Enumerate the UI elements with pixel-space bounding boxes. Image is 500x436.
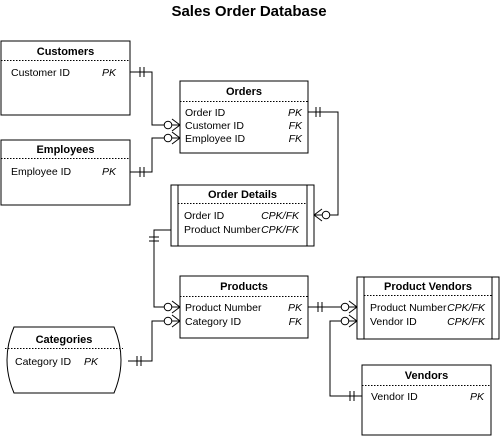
entity-title: Product Vendors — [384, 281, 472, 293]
attribute-key: CPK/FK — [447, 316, 486, 328]
attribute-key: PK — [470, 391, 485, 403]
attribute-name: Vendor ID — [370, 316, 417, 328]
attribute-key: CPK/FK — [261, 210, 300, 222]
attribute-key: PK — [84, 356, 99, 368]
entity-order-details[interactable]: Order Details Order ID CPK/FK Product Nu… — [170, 184, 315, 247]
attribute-name: Customer ID — [185, 120, 244, 132]
entity-title: Employees — [36, 144, 94, 156]
entity-product-vendors[interactable]: Product Vendors Product Number CPK/FK Ve… — [356, 276, 500, 340]
entity-employees[interactable]: Employees Employee ID PK — [0, 139, 131, 206]
entity-title: Products — [220, 281, 268, 293]
entity-vendors[interactable]: Vendors Vendor ID PK — [361, 364, 492, 436]
attribute-name: Employee ID — [11, 166, 72, 178]
rel-employees-orders — [130, 131, 181, 177]
entity-orders[interactable]: Orders Order ID PK Customer ID FK Employ… — [179, 80, 309, 154]
rel-products-order-details — [149, 229, 181, 314]
attribute-name: Category ID — [15, 356, 71, 368]
rel-vendors-product-vendors — [329, 314, 362, 401]
diagram-title: Sales Order Database — [171, 3, 326, 20]
attribute-name: Order ID — [185, 107, 226, 119]
rel-orders-order-details — [308, 107, 339, 222]
entity-products[interactable]: Products Product Number PK Category ID F… — [179, 275, 309, 339]
attribute-key: PK — [288, 107, 303, 119]
attribute-name: Category ID — [185, 316, 241, 328]
rel-customers-orders — [130, 67, 181, 132]
rel-products-product-vendors — [308, 300, 358, 314]
attribute-key: FK — [289, 316, 303, 328]
attribute-key: CPK/FK — [447, 302, 486, 314]
entity-categories[interactable]: Categories Category ID PK — [5, 326, 123, 394]
attribute-key: FK — [289, 120, 303, 132]
attribute-name: Order ID — [184, 210, 225, 222]
entity-title: Order Details — [208, 189, 277, 201]
attribute-key: FK — [289, 133, 303, 145]
attribute-name: Product Number — [185, 302, 262, 314]
attribute-name: Product Number — [370, 302, 447, 314]
entity-title: Categories — [36, 334, 93, 346]
entity-title: Customers — [37, 46, 94, 58]
entity-title: Vendors — [405, 370, 448, 382]
attribute-name: Employee ID — [185, 133, 246, 145]
entity-customers[interactable]: Customers Customer ID PK — [0, 40, 131, 116]
attribute-key: CPK/FK — [261, 224, 300, 236]
attribute-key: PK — [102, 166, 117, 178]
attribute-key: PK — [288, 302, 303, 314]
attribute-name: Product Number — [184, 224, 261, 236]
attribute-name: Customer ID — [11, 67, 70, 79]
rel-categories-products — [128, 314, 181, 366]
attribute-key: PK — [102, 67, 117, 79]
attribute-name: Vendor ID — [371, 391, 418, 403]
entity-title: Orders — [226, 86, 262, 98]
